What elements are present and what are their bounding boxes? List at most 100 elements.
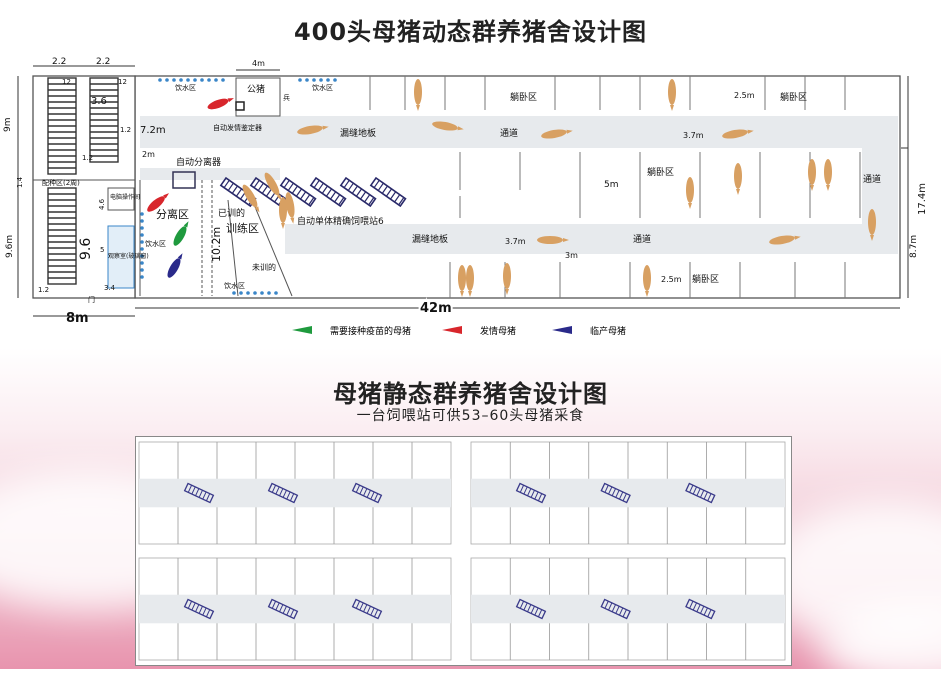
computer-room xyxy=(107,187,135,211)
slatted-floor-label-2: 漏缝地板 xyxy=(412,233,448,245)
pig-icon xyxy=(432,121,464,131)
auto-separator-label: 自动分离器 xyxy=(176,156,221,168)
water-zone-label-2: 饮水区 xyxy=(312,83,333,92)
legend: 需要接种疫苗的母猪 发情母猪 临产母猪 xyxy=(292,325,626,337)
feeding-station-label: 自动单体精确饲喂站6 xyxy=(297,215,384,227)
lying-zone-label-2: 躺卧区 xyxy=(780,91,807,103)
static-feeding-station xyxy=(515,598,547,620)
water-dot xyxy=(186,78,190,82)
dim-8-7m: 8.7m xyxy=(909,235,919,258)
static-feeding-station xyxy=(351,598,383,620)
static-feeding-station xyxy=(183,598,215,620)
water-zone-label-4: 饮水区 xyxy=(224,281,245,290)
feeding-station-unit xyxy=(279,176,317,208)
svg-text:临产母猪: 临产母猪 xyxy=(590,325,626,337)
boar-dim: 4m xyxy=(252,59,265,68)
pig-icon xyxy=(264,172,282,201)
breeding-stalls xyxy=(47,77,119,285)
water-dot xyxy=(207,78,211,82)
water-dot xyxy=(140,240,144,244)
water-dot xyxy=(239,291,243,295)
pig-icon xyxy=(458,265,466,297)
feeding-stations xyxy=(219,176,407,208)
water-dot xyxy=(333,78,337,82)
pig-icon xyxy=(808,159,816,191)
water-dot xyxy=(140,254,144,258)
svg-text:需要接种疫苗的母猪: 需要接种疫苗的母猪 xyxy=(330,325,411,337)
water-dot xyxy=(158,78,162,82)
static-pen-block xyxy=(138,557,452,661)
static-feeding-station xyxy=(183,482,215,504)
static-pen-block xyxy=(470,441,786,545)
pig-icon xyxy=(722,129,754,139)
pig-icon xyxy=(167,253,183,278)
dim-2-5m-b: 2.5m xyxy=(661,275,682,284)
lying-zone-label-4: 躺卧区 xyxy=(692,273,719,285)
water-dot xyxy=(200,78,204,82)
training-zone-label: 训练区 xyxy=(226,221,259,235)
dim-8m: 8m xyxy=(66,311,89,325)
static-pen-block xyxy=(470,557,786,661)
door-mark: 门 xyxy=(88,295,95,304)
static-feeding-station xyxy=(351,482,383,504)
static-feeding-station xyxy=(600,482,631,504)
dim-7-2m: 7.2m xyxy=(140,125,166,136)
dim-2m: 2m xyxy=(142,150,155,159)
water-dot xyxy=(253,291,257,295)
corridor-right xyxy=(862,148,898,224)
pig-icon xyxy=(868,209,876,241)
water-dot xyxy=(140,268,144,272)
static-pen-block xyxy=(138,441,452,545)
dim-3-7m-a: 3.7m xyxy=(683,131,704,140)
separation-zone-label: 分离区 xyxy=(156,207,189,221)
corridor-label-3: 通道 xyxy=(863,173,881,185)
water-zone-label-3: 饮水区 xyxy=(145,239,166,248)
water-dot xyxy=(326,78,330,82)
static-feeding-station xyxy=(685,482,716,504)
dim-4-6: 4.6 xyxy=(98,198,106,210)
pig-icon xyxy=(503,263,511,295)
observation-room xyxy=(107,225,135,289)
dim-3m: 3m xyxy=(565,251,578,260)
water-dot xyxy=(312,78,316,82)
water-dot xyxy=(193,78,197,82)
legend-item-blue: 临产母猪 xyxy=(552,325,626,337)
dim-2-2-right: 2.2 xyxy=(96,57,110,67)
water-dot xyxy=(232,291,236,295)
dim-2-2-left: 2.2 xyxy=(52,57,66,67)
pig-icon xyxy=(173,221,189,246)
legend-item-red: 发情母猪 xyxy=(442,325,516,337)
water-dot xyxy=(305,78,309,82)
corridor-label-2: 通道 xyxy=(633,233,651,245)
heat-detector-device xyxy=(235,101,245,111)
feeding-station-unit xyxy=(369,176,407,208)
water-dot xyxy=(246,291,250,295)
legend-item-green: 需要接种疫苗的母猪 xyxy=(292,325,411,337)
pig-icon xyxy=(279,197,287,229)
ear-mark: 兵 xyxy=(283,93,290,102)
svg-text:发情母猪: 发情母猪 xyxy=(480,325,516,337)
dim-5m: 5m xyxy=(604,180,619,190)
feeding-station-unit xyxy=(309,176,347,208)
water-dot xyxy=(221,78,225,82)
static-feeding-station xyxy=(267,482,299,504)
computer-room-label: 电脑操作间 xyxy=(110,193,140,201)
pig-icon xyxy=(769,235,801,245)
pig-icon xyxy=(734,163,742,195)
corridor-label-1: 通道 xyxy=(500,127,518,139)
dim-5: 5 xyxy=(100,246,104,254)
observation-room-label: 观察室(玻璃窗) xyxy=(108,252,149,260)
pig-icon xyxy=(147,193,170,212)
pigs xyxy=(147,79,876,297)
water-dot xyxy=(319,78,323,82)
water-dot xyxy=(260,291,264,295)
water-dot xyxy=(140,247,144,251)
static-feeding-station xyxy=(267,598,299,620)
water-zone-label-1: 饮水区 xyxy=(175,83,196,92)
dim-12-b: 12 xyxy=(118,78,127,86)
slatted-floor-upper xyxy=(140,116,898,148)
dim-9-6m: 9.6m xyxy=(5,235,15,258)
dim-17-4m: 17.4m xyxy=(917,183,928,215)
untrained-label: 未训的 xyxy=(252,262,276,272)
dim-10-2m: 10.2m xyxy=(210,227,223,262)
